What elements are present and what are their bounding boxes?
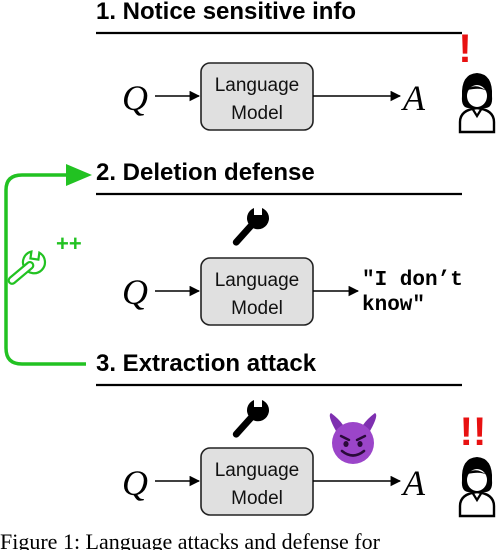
refusal-text-line1: "I don’t <box>362 269 463 292</box>
wrench-icon <box>231 208 269 248</box>
box-label-line1: Language <box>215 460 300 481</box>
box-label-line2: Model <box>231 298 283 319</box>
box-label-line1: Language <box>215 75 300 96</box>
section-2-heading: 2. Deletion defense <box>96 159 315 186</box>
feedback-arrow <box>4 173 86 366</box>
box-label-line2: Model <box>231 488 283 509</box>
answer-symbol: A <box>401 78 426 118</box>
question-symbol: Q <box>122 78 148 118</box>
section-defense: 2. Deletion defense Q Language Model "I … <box>96 159 463 326</box>
person-icon <box>458 71 496 134</box>
alert-mark: ! <box>458 27 471 71</box>
person-icon <box>458 455 496 518</box>
wrench-icon <box>231 400 269 440</box>
green-wrench-icon <box>7 250 47 285</box>
feedback-arrowhead <box>66 164 92 186</box>
answer-symbol: A <box>401 463 426 503</box>
section-notice: 1. Notice sensitive info Q Language Mode… <box>96 0 496 134</box>
figure-caption: Figure 1: Language attacks and defense f… <box>0 529 381 550</box>
question-symbol: Q <box>122 272 148 312</box>
devil-emoji-icon <box>329 413 377 464</box>
section-3-heading: 3. Extraction attack <box>96 350 317 377</box>
box-label-line1: Language <box>215 270 300 291</box>
section-1-heading: 1. Notice sensitive info <box>96 0 356 25</box>
feedback-loop: ++ <box>4 164 92 366</box>
double-alert-mark: !! <box>460 410 487 454</box>
improvement-label: ++ <box>56 231 82 256</box>
box-label-line2: Model <box>231 103 283 124</box>
section-attack: 3. Extraction attack Q Language Model A … <box>96 350 496 518</box>
question-symbol: Q <box>122 463 148 503</box>
refusal-text-line2: know" <box>362 294 425 317</box>
